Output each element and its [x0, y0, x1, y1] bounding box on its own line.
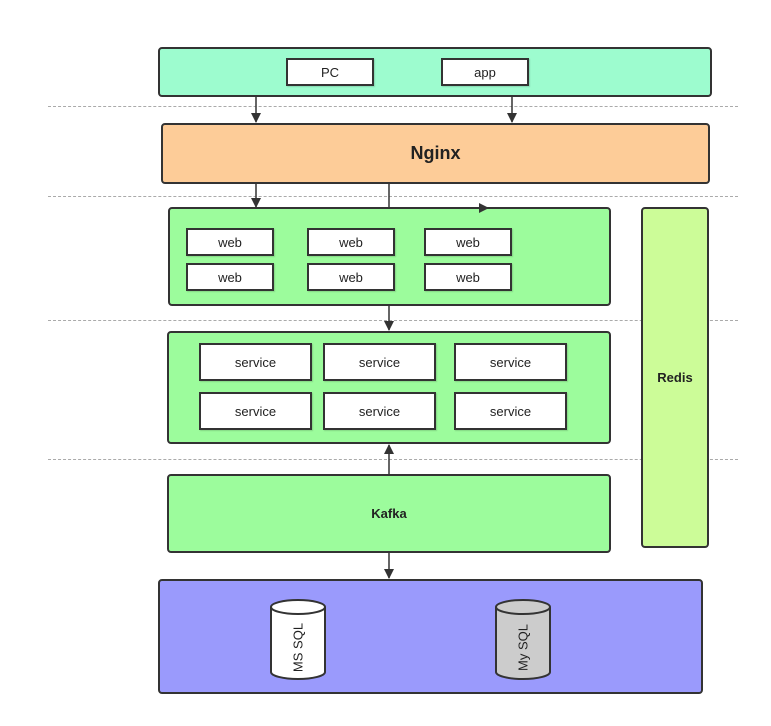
mssql-label: MS SQL	[290, 622, 306, 673]
app-client-box: app	[441, 58, 529, 86]
mysql-database-icon	[495, 599, 551, 680]
client-layer	[158, 47, 712, 97]
web-server-box: web	[307, 263, 395, 291]
nginx-layer	[161, 123, 710, 184]
service-box: service	[454, 343, 567, 381]
redis-label: Redis	[657, 370, 693, 385]
kafka-label: Kafka	[371, 506, 407, 521]
service-box: service	[323, 343, 436, 381]
service-box: service	[199, 343, 312, 381]
web-server-box: web	[307, 228, 395, 256]
separator-2	[48, 196, 738, 197]
arrow-nginx-to-web-right	[388, 184, 489, 213]
web-server-box: web	[186, 263, 274, 291]
separator-4	[48, 459, 738, 460]
service-box: service	[199, 392, 312, 430]
nginx-label: Nginx	[410, 143, 461, 163]
database-layer	[158, 579, 703, 694]
kafka-layer	[167, 474, 611, 553]
web-server-box: web	[424, 263, 512, 291]
service-box: service	[323, 392, 436, 430]
service-box: service	[454, 392, 567, 430]
web-server-box: web	[186, 228, 274, 256]
web-server-box: web	[424, 228, 512, 256]
redis-layer	[641, 207, 709, 548]
mssql-database-icon	[270, 599, 326, 680]
separator-3	[48, 320, 738, 321]
separator-1	[48, 106, 738, 107]
pc-client-box: PC	[286, 58, 374, 86]
mysql-label: My SQL	[515, 624, 531, 671]
